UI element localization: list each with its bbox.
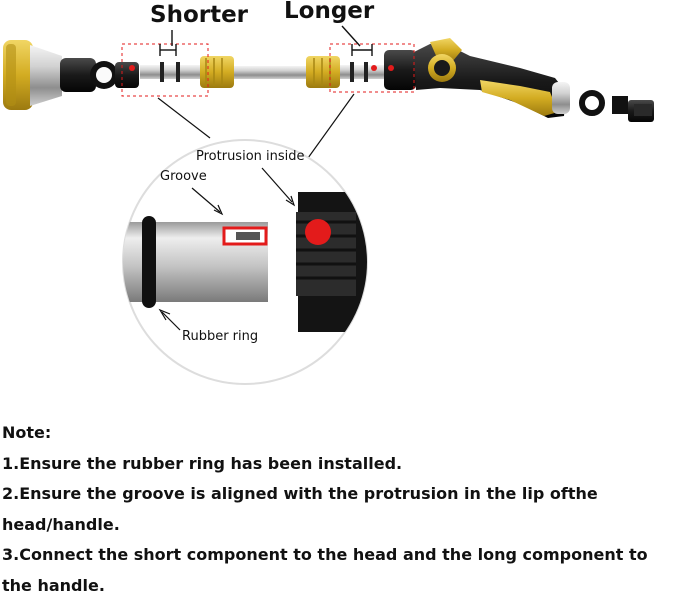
short-dimension-marker [159,30,177,56]
magnified-detail [122,139,368,385]
short-callout-box [121,43,209,97]
note-step-1: 1.Ensure the rubber ring has been instal… [2,453,403,473]
instructions: Note: 1.Ensure the rubber ring has been … [2,418,678,601]
pistol-handle [384,38,570,118]
protrusion-label: Protrusion inside [196,149,305,164]
protrusion-marker [305,219,331,245]
note-step-2: 2.Ensure the groove is aligned with the … [2,484,598,534]
note-heading: Note: [2,423,52,442]
assembly-diagram [3,25,654,385]
note-step-3: 3.Connect the short component to the hea… [2,545,648,595]
magnifier-line-right [307,93,355,159]
rubber-washer [579,90,605,116]
groove-label: Groove [160,169,207,184]
longer-label: Longer [284,0,375,24]
magnifier-line-left [157,97,211,139]
long-dimension-marker [341,25,373,56]
spray-head [3,40,96,110]
rubber-ring-pointer [158,308,181,331]
groove-pointer [191,187,224,216]
short-connector [140,56,234,88]
long-connector [306,56,386,88]
hose-connector [612,96,654,122]
extension-pole [234,66,306,79]
shorter-label: Shorter [150,2,249,28]
rubber-ring-label: Rubber ring [182,329,259,344]
protrusion-pointer [261,167,296,207]
swivel-joint [90,61,139,89]
